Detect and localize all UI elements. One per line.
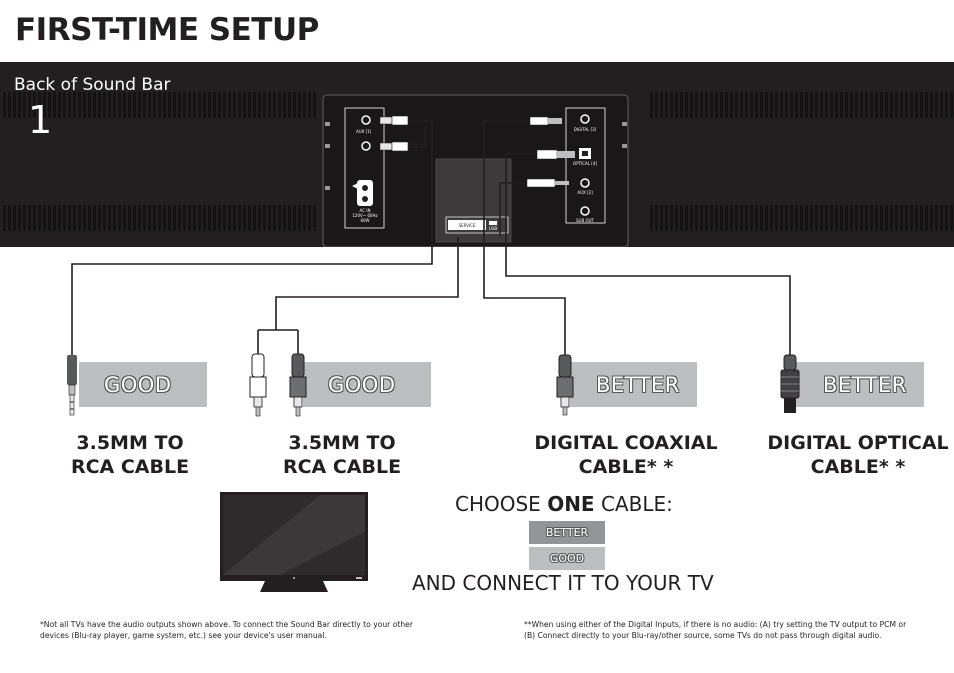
legend-good-label: GOOD xyxy=(549,552,585,565)
rca-jack-icon xyxy=(361,141,371,151)
rating-banner-better: BETTER xyxy=(796,362,924,407)
caption-line: RCA CABLE xyxy=(70,456,190,478)
choose-emphasis: ONE xyxy=(547,492,595,516)
caption-line: DIGITAL COAXIAL xyxy=(534,432,718,454)
sound-bar-rear-illustration: AUX [1] AC IN 120V~ 60Hz 60W SERVICE USB… xyxy=(0,62,954,247)
cable-line-rca xyxy=(275,237,459,330)
optical-label: OPTICAL [4] xyxy=(573,161,597,166)
aux1-jack-plate xyxy=(344,107,385,229)
page-title: FIRST-TIME SETUP xyxy=(15,12,319,48)
legend-better-label: BETTER xyxy=(545,526,589,539)
caption-line: 3.5MM TO xyxy=(76,432,184,454)
caption-line: DIGITAL OPTICAL xyxy=(767,432,949,454)
digital-label: DIGITAL [3] xyxy=(574,127,597,132)
rating-banner-better: BETTER xyxy=(570,362,697,407)
35mm-plug-icon xyxy=(67,355,77,416)
coaxial-jack-icon xyxy=(580,114,590,124)
caption-line: CABLE* * xyxy=(810,456,906,478)
option-caption: DIGITAL OPTICAL CABLE* * xyxy=(763,431,953,479)
sub-out-label: SUB OUT xyxy=(576,218,595,223)
sub-out-jack-icon xyxy=(580,206,590,216)
caption-line: CABLE* * xyxy=(578,456,674,478)
rca-white-plug-icon xyxy=(249,353,267,417)
footnote-left: *Not all TVs have the audio outputs show… xyxy=(40,620,413,640)
choose-one-cable-heading: CHOOSE ONE CABLE: xyxy=(455,492,673,516)
aux2-label: AUX [2] xyxy=(577,190,593,195)
back-of-sound-bar-label: Back of Sound Bar xyxy=(14,75,171,95)
vent-grille-right xyxy=(650,92,953,231)
rating-label: GOOD xyxy=(104,372,172,397)
rating-label: BETTER xyxy=(823,372,907,397)
vent-grille-left xyxy=(3,92,316,231)
footnote-right: **When using either of the Digital Input… xyxy=(524,620,907,640)
choose-prefix: CHOOSE xyxy=(455,492,541,516)
legend-better: BETTER xyxy=(529,521,605,544)
caption-line: 3.5MM TO xyxy=(288,432,396,454)
choose-suffix: CABLE: xyxy=(600,492,673,516)
rca-jack-icon xyxy=(361,115,371,125)
aux1-label: AUX [1] xyxy=(356,129,372,134)
rating-label: BETTER xyxy=(596,372,680,397)
cable-line-aux-35mm xyxy=(71,120,433,356)
option-caption: DIGITAL COAXIAL CABLE* * xyxy=(526,431,726,479)
legend-good: GOOD xyxy=(529,547,605,570)
optical-plug-icon xyxy=(780,354,800,413)
caption-line: RCA CABLE xyxy=(282,456,402,478)
voltage-label: 120V~ 60Hz xyxy=(352,213,377,218)
aux2-jack-icon xyxy=(580,178,590,188)
rca-plugs-inserted xyxy=(379,115,409,152)
service-label: SERVICE xyxy=(459,223,476,228)
step-number: 1 xyxy=(28,98,53,142)
rating-label: GOOD xyxy=(328,372,396,397)
coaxial-plug-icon xyxy=(556,354,574,416)
digital-jack-plate xyxy=(565,107,606,224)
ac-in-label: AC IN xyxy=(360,208,371,213)
service-usb-plate xyxy=(445,216,509,234)
watts-label: 60W xyxy=(360,218,369,223)
connect-to-tv-heading: AND CONNECT IT TO YOUR TV xyxy=(412,571,714,595)
option-caption: 3.5MM TO RCA CABLE xyxy=(272,431,412,479)
rating-banner-good: GOOD xyxy=(79,362,207,407)
option-caption: 3.5MM TO RCA CABLE xyxy=(60,431,200,479)
rca-red-plug-icon xyxy=(289,353,307,417)
usb-label: USB xyxy=(489,226,497,231)
cable-line-optical xyxy=(505,153,791,356)
rating-banner-good: GOOD xyxy=(303,362,431,407)
cable-line-coaxial xyxy=(483,120,566,356)
tv-icon xyxy=(220,492,368,592)
